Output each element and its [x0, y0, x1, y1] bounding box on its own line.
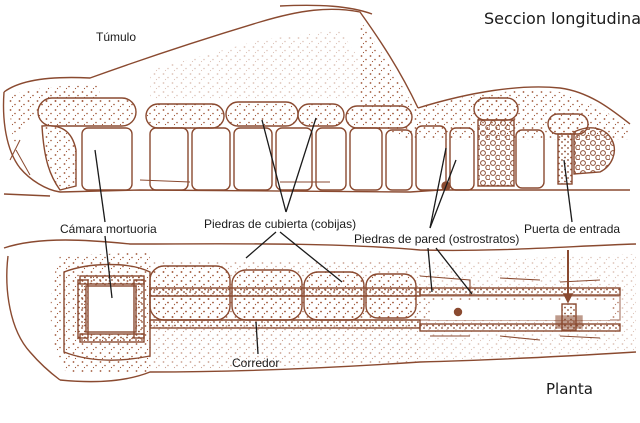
section-title: Seccion longitudinal	[484, 9, 640, 28]
entrance-fill	[573, 127, 616, 175]
ground-line-top	[59, 189, 630, 193]
capstone-6	[473, 97, 519, 121]
orthostat-7	[385, 129, 413, 191]
orthostat-4	[275, 127, 313, 191]
label-puerta-entrada: Puerta de entrada	[524, 222, 621, 236]
label-corredor: Corredor	[232, 356, 280, 370]
capstone-1	[37, 97, 137, 127]
ground-line-left	[3, 193, 51, 197]
orthostat-chamber	[81, 127, 133, 191]
orthostat-6	[349, 127, 383, 191]
plan-chamber-slab-right	[133, 279, 145, 339]
plan-chamber-outer	[63, 263, 151, 361]
orthostat-5	[315, 127, 347, 191]
plan-title: Planta	[546, 380, 593, 398]
leader-camara-down	[104, 235, 113, 299]
plan-chamber-slab-bottom	[79, 333, 145, 343]
tumulus-left-end	[2, 91, 61, 193]
label-tumulo: Túmulo	[96, 30, 137, 44]
leader-pared-2	[429, 159, 457, 229]
capstone-4	[297, 103, 345, 127]
plan-chamber-slab-top	[79, 275, 145, 285]
plan-outline-bottom	[59, 351, 637, 383]
tumulus-outline	[3, 8, 419, 109]
leader-pared-4	[435, 247, 473, 295]
leader-cubierta-2	[285, 117, 317, 213]
leader-pared-3	[427, 247, 433, 293]
leader-puerta-up	[563, 159, 573, 223]
capstone-5	[345, 105, 413, 129]
section-view	[2, 4, 631, 197]
plan-view	[3, 239, 637, 383]
leader-corredor	[255, 321, 259, 355]
chamber-left-block	[41, 124, 77, 191]
orthostat-1	[149, 127, 189, 191]
tumulus-top-edge	[279, 4, 373, 15]
entrance-post	[557, 133, 573, 185]
plan-outline-top	[3, 239, 637, 252]
orthostat-2	[191, 127, 231, 191]
capstone-2	[145, 103, 225, 129]
plan-entrance-arrowhead	[562, 293, 574, 304]
cobble-pillar	[477, 119, 515, 187]
leader-cubierta-1	[261, 119, 287, 213]
orthostat-10	[515, 129, 545, 189]
label-piedras-pared: Piedras de pared (ostrostratos)	[354, 232, 520, 246]
plan-chamber-slab-left	[77, 279, 89, 339]
plan-wall-south-east	[419, 323, 621, 332]
leader-lines	[94, 117, 573, 355]
plan-wall-north	[149, 287, 421, 297]
plan-wall-north-east	[419, 287, 621, 296]
plan-wall-south	[149, 319, 421, 329]
leader-cubierta-3	[245, 231, 277, 259]
leader-pared-1	[429, 147, 447, 229]
label-camara-mortuoria: Cámara mortuoria	[60, 222, 157, 236]
orthostat-8	[415, 125, 447, 191]
leader-camara-up	[94, 149, 106, 223]
orthostat-9	[449, 127, 475, 191]
leader-cubierta-4	[279, 231, 343, 283]
plan-entrance-step	[555, 315, 583, 329]
plan-pebble	[453, 307, 463, 317]
plan-outline-left	[6, 255, 61, 381]
label-piedras-cubierta: Piedras de cubierta (cobijas)	[204, 217, 357, 231]
tumulus-right-slope	[417, 86, 631, 125]
